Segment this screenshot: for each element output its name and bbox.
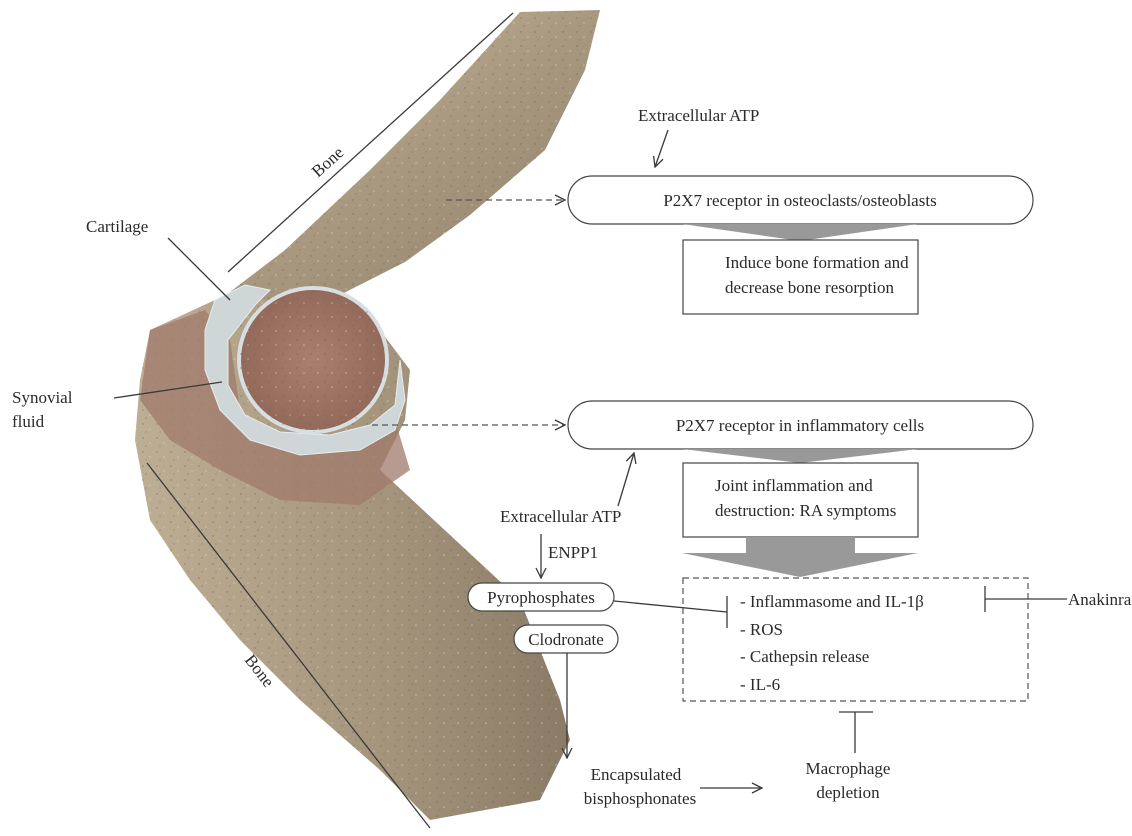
p2x7-inflam-label: P2X7 receptor in inflammatory cells: [676, 416, 924, 435]
synovial-label-line1: Synovial: [12, 388, 73, 407]
inflam-big-arrow-1: [682, 449, 918, 463]
inflam-effect-box: [683, 463, 918, 537]
bone-effect-box: [683, 240, 918, 314]
cartilage-label: Cartilage: [86, 217, 148, 236]
macrophage-line2: depletion: [816, 783, 880, 802]
mediator-item: - Cathepsin release: [740, 647, 869, 666]
anakinra-label: Anakinra: [1068, 590, 1132, 609]
inflam-effect-line1: Joint inflammation and: [715, 476, 873, 495]
atp-top-arrow: [655, 130, 668, 167]
inflam-big-arrow-2: [682, 537, 918, 577]
pyrophosphates-label: Pyrophosphates: [487, 588, 595, 607]
atp-bottom-arrow: [618, 453, 634, 506]
enpp1-label: ENPP1: [548, 543, 598, 562]
bone-effect-line1: Induce bone formation and: [725, 253, 909, 272]
bone-top-label: Bone: [308, 143, 347, 181]
clodronate-label: Clodronate: [528, 630, 604, 649]
encapsulated-line1: Encapsulated: [591, 765, 682, 784]
joint-illustration: [135, 10, 600, 820]
inflam-effect-line2: destruction: RA symptoms: [715, 501, 896, 520]
synovial-label-line2: fluid: [12, 412, 45, 431]
mediator-item: - Inflammasome and IL-1β: [740, 592, 924, 611]
cartilage-pointer: [168, 238, 230, 300]
encapsulated-line2: bisphosphonates: [584, 789, 696, 808]
macrophage-line1: Macrophage: [806, 759, 891, 778]
mediator-item: - ROS: [740, 620, 783, 639]
pyro-inhibit-line: [614, 601, 727, 612]
bone-big-arrow: [682, 224, 918, 241]
bone-effect-line2: decrease bone resorption: [725, 278, 894, 297]
atp-top-label: Extracellular ATP: [638, 106, 759, 125]
atp-bottom-label: Extracellular ATP: [500, 507, 621, 526]
p2x7-bone-label: P2X7 receptor in osteoclasts/osteoblasts: [663, 191, 936, 210]
mediator-item: - IL-6: [740, 675, 780, 694]
